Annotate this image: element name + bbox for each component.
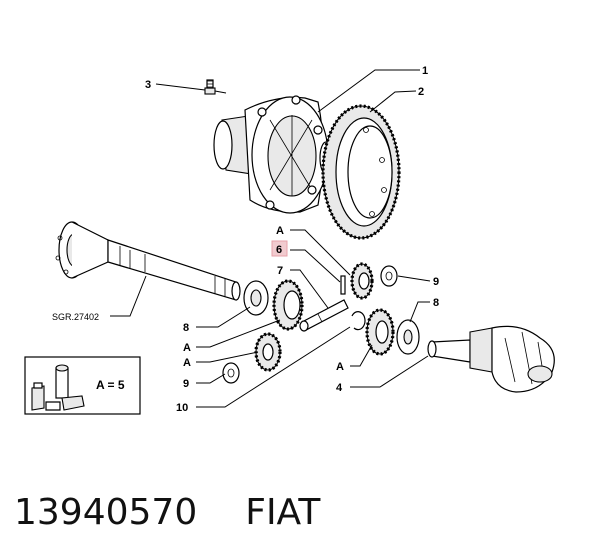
ring-gear-part-2[interactable] <box>321 104 401 240</box>
legend-box: A = 5 <box>24 356 141 415</box>
exploded-parts-diagram: A = 5 3 1 2 A 6 7 9 8 <box>24 65 555 415</box>
cv-joint-output-shaft[interactable] <box>427 325 555 393</box>
callout-9-bottom: 9 <box>183 378 189 390</box>
brand-name: FIAT <box>245 491 321 533</box>
washer-part-9-bottom[interactable] <box>222 362 240 384</box>
bolt-part-3[interactable] <box>204 79 227 95</box>
callout-4: 4 <box>336 382 343 394</box>
thrust-washer-part-8-right[interactable] <box>396 319 420 355</box>
callout-3: 3 <box>145 79 151 91</box>
pinion-gear-bottom[interactable] <box>254 332 282 372</box>
callout-A-left-2: A <box>183 357 191 369</box>
callout-2: 2 <box>418 86 424 98</box>
thrust-washer-part-8-left[interactable] <box>243 280 269 316</box>
pinion-gear-top[interactable] <box>350 262 374 300</box>
pinion-shaft-part-7[interactable] <box>299 299 349 332</box>
differential-housing-part-1[interactable] <box>213 95 333 214</box>
callout-A-right: A <box>336 361 344 373</box>
callout-8-right: 8 <box>433 297 439 309</box>
callout-1: 1 <box>422 65 428 77</box>
callout-A-left-1: A <box>183 342 191 354</box>
side-gear-right[interactable] <box>365 308 395 356</box>
reference-code: SGR.27402 <box>52 312 99 322</box>
callout-8-left: 8 <box>183 322 189 334</box>
roll-pin-part-6[interactable] <box>340 275 346 295</box>
callout-9-top: 9 <box>433 276 439 288</box>
callout-A-top: A <box>276 225 284 237</box>
callout-6: 6 <box>276 244 282 256</box>
part-number: 13940570 <box>14 491 198 533</box>
sealant-kit-icon <box>31 364 85 411</box>
legend-text: A = 5 <box>96 378 125 392</box>
footer-caption: 13940570 FIAT <box>14 488 320 536</box>
left-driveshaft[interactable] <box>55 221 241 301</box>
circlip-part-10[interactable] <box>351 311 366 331</box>
highlight-box-part-6 <box>271 240 288 257</box>
callout-10: 10 <box>176 402 188 414</box>
leader-lines <box>110 69 431 408</box>
washer-part-9-top[interactable] <box>380 265 398 287</box>
callout-7: 7 <box>277 265 283 277</box>
side-gear-left[interactable] <box>272 279 304 331</box>
